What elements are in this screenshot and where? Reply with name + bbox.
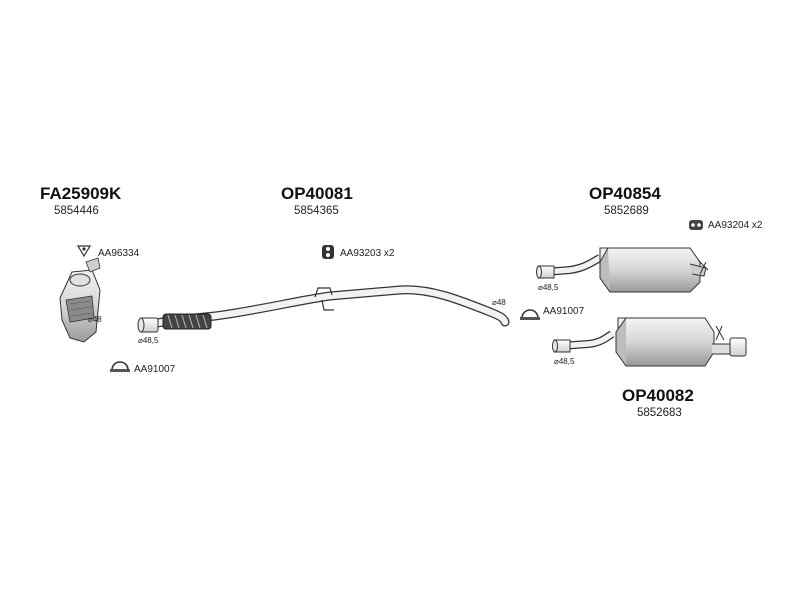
rear-silencer-upper[interactable] <box>536 247 709 293</box>
gasket-icon <box>76 245 92 258</box>
middle-pipe[interactable] <box>137 285 510 333</box>
diameter-silencer-upper-inlet: ⌀48,5 <box>538 283 559 292</box>
catalytic-converter[interactable] <box>59 257 101 343</box>
part-code-rear-silencer-upper: OP40854 <box>589 184 661 203</box>
part-number-middle-pipe: 5854365 <box>294 205 339 217</box>
accessory-hanger-rear: AA93204 x2 <box>708 220 763 231</box>
rubber-hanger-icon <box>689 220 703 230</box>
rubber-hanger-icon <box>322 245 334 259</box>
part-code-middle-pipe: OP40081 <box>281 184 353 203</box>
part-code-rear-silencer-lower: OP40082 <box>622 386 694 405</box>
accessory-hanger-middle: AA93203 x2 <box>340 248 395 259</box>
clamp-icon <box>520 309 540 320</box>
part-number-catalytic-converter: 5854446 <box>54 205 99 217</box>
rear-silencer-lower[interactable] <box>552 317 747 367</box>
part-number-rear-silencer-upper: 5852689 <box>604 205 649 217</box>
part-code-catalytic-converter: FA25909K <box>40 184 122 203</box>
accessory-clamp-rear: AA91007 <box>543 306 585 317</box>
diameter-pipe-outlet: ⌀48 <box>492 298 506 307</box>
diameter-cat-outlet: ⌀48 <box>88 315 102 324</box>
accessory-gasket-cat: AA96334 <box>98 248 140 259</box>
part-number-rear-silencer-lower: 5852683 <box>637 407 682 419</box>
clamp-icon <box>110 361 130 372</box>
accessory-clamp-front: AA91007 <box>134 364 176 375</box>
diameter-silencer-lower-inlet: ⌀48,5 <box>554 357 575 366</box>
diameter-pipe-inlet: ⌀48,5 <box>138 336 159 345</box>
